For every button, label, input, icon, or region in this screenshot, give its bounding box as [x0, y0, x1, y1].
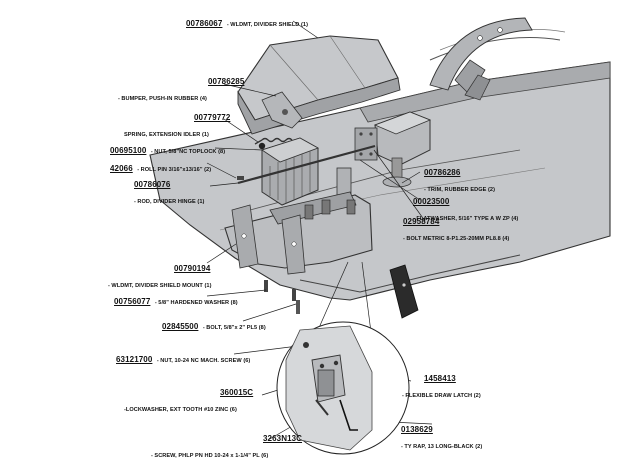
part-description: NUT, 10-24 NC MACH. SCREW (6)	[160, 358, 251, 364]
roll-pin	[237, 176, 244, 180]
callout-00756077: 00756077 - 5/8" HARDENED WASHER (8)	[114, 297, 238, 306]
callout-0138629: 0138629 - TY RAP, 13 LONG-BLACK (2)	[401, 425, 483, 450]
gearbox-plate	[354, 127, 378, 161]
part-number: 3263N13C	[263, 434, 303, 443]
gearbox-bolt	[359, 152, 363, 156]
part-description: BOLT METRIC 8-P1.25-20MM PL8.8 (4)	[406, 236, 510, 242]
part-description: WLDMT, DIVIDER SHIELD (1)	[230, 22, 308, 28]
part-number: 360015C	[220, 388, 254, 397]
divider-shield-fold	[269, 44, 319, 101]
part-description: SPRING, EXTENSION IDLER (1)	[124, 132, 209, 138]
spring-pointer-knob	[258, 142, 266, 150]
arch-bracket	[429, 17, 533, 91]
callout-1458413: 1458413 - FLEXIBLE DRAW LATCH (2)	[402, 374, 481, 399]
callout-00786067: 00786067 - WLDMT, DIVIDER SHIELD (1)	[186, 19, 308, 28]
detail-latch-body	[317, 369, 335, 397]
callout-360015C: 360015C -LOCKWASHER, EXT TOOTH #10 ZINC …	[124, 388, 254, 413]
part-description: TRIM, RUBBER EDGE (2)	[427, 187, 495, 193]
part-description: BOLT, 5/8"x 2" PL5 (8)	[206, 325, 266, 331]
detail-screw	[333, 360, 339, 366]
arch-bracket-clamp	[454, 59, 486, 96]
bumper-bracket	[261, 91, 303, 129]
part-number: 02958784	[403, 217, 440, 226]
rubber-edge-trim	[389, 264, 419, 319]
detail-nut	[303, 342, 309, 348]
deck-side-arc	[429, 37, 561, 61]
part-description: WLDMT, DIVIDER SHIELD MOUNT (1)	[111, 283, 212, 289]
part-description: BUMPER, PUSH-IN RUBBER (4)	[121, 96, 207, 102]
part-number: 00023500	[413, 197, 450, 206]
part-number: 00786285	[208, 77, 245, 86]
part-number: 00779772	[194, 113, 231, 122]
detail-screw	[319, 363, 325, 369]
hardened-washer	[264, 280, 268, 292]
callout-00695100: 00695100 - NUT, 5/8"NC TOPLOCK (8)	[110, 146, 226, 155]
callout-02958784: 02958784 - BOLT METRIC 8-P1.25-20MM PL8.…	[403, 217, 510, 242]
part-description: FLATWASHER, 5/16" TYPE A W ZP (4)	[416, 216, 519, 222]
spring-hook	[254, 139, 263, 145]
callout-00023500: 00023500 - FLATWASHER, 5/16" TYPE A W ZP…	[413, 197, 519, 222]
part-description: SCREW, PHLP PN HD 10-24 x 1-1/4" PL (6)	[154, 453, 269, 459]
callout-3263N13C: 3263N13C - SCREW, PHLP PN HD 10-24 x 1-1…	[151, 434, 303, 459]
trim-hole	[402, 283, 406, 287]
arch-bracket-hole	[497, 27, 503, 33]
draw-latch-clamps	[304, 199, 356, 220]
idler-block-top	[261, 137, 319, 163]
callout-02845500: 02845500 - BOLT, 5/8"x 2" PL5 (8)	[162, 322, 266, 331]
detail-ty-rap	[339, 399, 358, 431]
divider-hinge-rod	[237, 144, 376, 185]
part-number: 00786076	[134, 180, 171, 189]
part-description: 5/8" HARDENED WASHER (8)	[158, 300, 238, 306]
gearbox-bolt	[369, 152, 373, 156]
part-number: 00695100	[110, 146, 147, 155]
hardened-washer	[292, 289, 296, 301]
callout-00779772: 00779772 SPRING, EXTENSION IDLER (1)	[124, 108, 230, 140]
part-description: TY RAP, 13 LONG-BLACK (2)	[404, 444, 483, 450]
part-number: 1458413	[424, 374, 456, 383]
callout-42066: 42066 - ROLL PIN 3/16"x13/16" (2)	[110, 164, 212, 173]
part-description: FLEXIBLE DRAW LATCH (2)	[405, 393, 481, 399]
callout-00790194: 00790194 - WLDMT, DIVIDER SHIELD MOUNT (…	[108, 264, 212, 289]
extension-spring	[261, 137, 293, 143]
gearbox-bolt	[359, 132, 363, 136]
callout-00786286: 00786286 - TRIM, RUBBER EDGE (2)	[424, 168, 495, 193]
part-number: 63121700	[116, 355, 153, 364]
callout-00786076: 00786076 - ROD, DIVIDER HINGE (1)	[134, 180, 205, 205]
callout-63121700: 63121700 - NUT, 10-24 NC MACH. SCREW (6)	[116, 355, 251, 364]
part-number: 00756077	[114, 297, 151, 306]
part-number: 00786286	[424, 168, 461, 177]
mount-hole	[241, 233, 247, 239]
detail-screw-shaft	[315, 399, 329, 416]
arch-bracket-clamp	[464, 74, 491, 101]
part-number: 00786067	[186, 19, 223, 28]
part-number: 42066	[110, 164, 133, 173]
gearbox-bolt	[369, 132, 373, 136]
part-number: 02845500	[162, 322, 199, 331]
gearbox-top	[373, 111, 432, 135]
part-number: 00790194	[174, 264, 211, 273]
part-description: NUT, 5/8"NC TOPLOCK (8)	[154, 149, 226, 155]
part-description: ROD, DIVIDER HINGE (1)	[137, 199, 205, 205]
mount-bolt	[296, 300, 300, 314]
mount-hole	[291, 241, 297, 247]
divider-shield-fold	[329, 35, 366, 89]
idler-fin	[269, 151, 311, 203]
push-in-bumper	[282, 109, 288, 115]
part-number: 0138629	[401, 425, 433, 434]
part-description: ROLL PIN 3/16"x13/16" (2)	[140, 167, 212, 173]
arch-bracket-hole	[477, 35, 483, 41]
part-description: LOCKWASHER, EXT TOOTH #10 ZINC (6)	[125, 407, 237, 413]
callout-00786285: 00786285 - BUMPER, PUSH-IN RUBBER (4)	[118, 77, 245, 102]
